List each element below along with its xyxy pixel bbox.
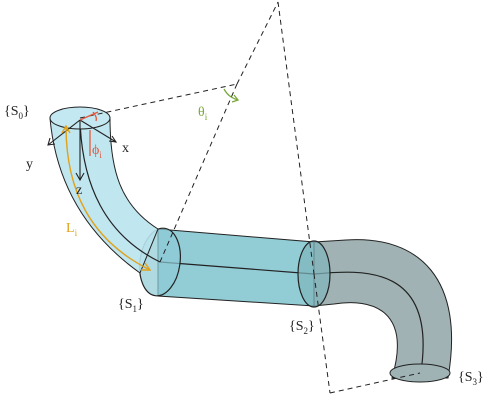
section-3-tube xyxy=(313,239,453,379)
section-2-backbone xyxy=(159,261,315,275)
x-axis-label: x xyxy=(122,141,129,156)
frame-label-s0: {S0} xyxy=(4,104,30,121)
section-2 xyxy=(139,227,331,308)
theta-label: θi xyxy=(198,105,208,122)
x-axis-arrow xyxy=(79,119,117,143)
y-axis-arrow xyxy=(47,119,81,146)
section-1-backbone xyxy=(79,119,161,263)
section-1-tube xyxy=(49,117,159,274)
length-arc xyxy=(61,124,152,271)
section-3-backbone xyxy=(313,271,424,379)
frame-label-s2: {S2} xyxy=(289,319,315,336)
frame-label-s3: {S3} xyxy=(458,370,484,387)
phi-indicator xyxy=(79,111,99,156)
section-3 xyxy=(313,239,453,383)
construction-lines xyxy=(79,1,421,394)
frame-label-s1: {S1} xyxy=(118,297,144,314)
base-frame-axes xyxy=(47,119,118,182)
dash-s2-to-bottom xyxy=(313,273,331,394)
dash-bottom-to-s3 xyxy=(329,372,421,394)
dash-theta-to-apex xyxy=(236,1,279,85)
length-label: Li xyxy=(66,221,78,238)
z-axis-label: z xyxy=(76,183,82,198)
theta-indicator xyxy=(223,88,240,103)
dash-apex-to-s2 xyxy=(277,1,315,275)
phi-label: ϕi xyxy=(92,143,102,160)
y-axis-label: y xyxy=(26,157,33,172)
